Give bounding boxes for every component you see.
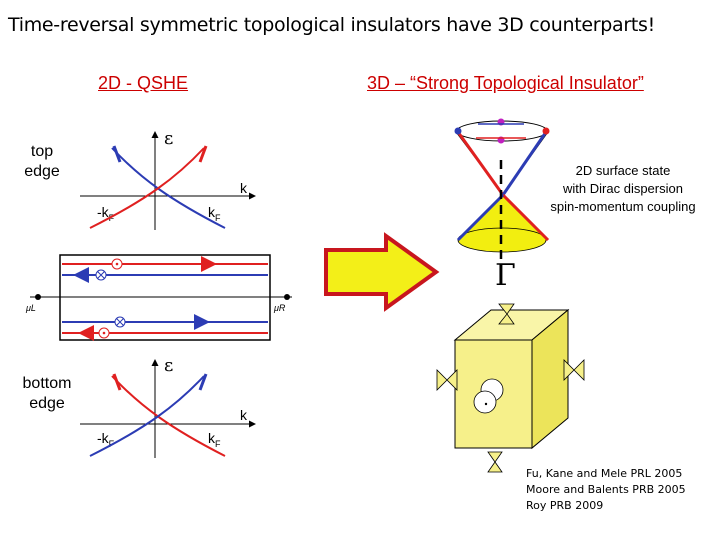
blue-branch-bottom xyxy=(89,375,205,457)
blue-spin-marker-bottom xyxy=(198,373,208,391)
blue-cone-branch xyxy=(501,131,548,196)
right-lead-dot xyxy=(284,294,290,300)
left-lead-dot xyxy=(35,294,41,300)
red-branch-bottom xyxy=(111,375,226,457)
momentum-axis-label-bottom: k xyxy=(240,407,247,423)
surface-state-note: 2D surface state with Dirac dispersion s… xyxy=(550,163,696,214)
mu-left-label: μL xyxy=(26,303,36,313)
mu-right-label: μR xyxy=(274,303,286,313)
bottom-edge-label: bottom edge xyxy=(22,375,72,412)
qshe-heading: 2D - QSHE xyxy=(98,73,189,93)
top-edge-label: top edge xyxy=(24,143,60,180)
red-branch-top xyxy=(89,147,205,229)
blue-spin-marker-top xyxy=(112,145,122,163)
pos-kf-label-top: kF xyxy=(208,204,221,223)
blue-lower-cone-branch xyxy=(456,193,505,242)
ti-cube xyxy=(436,303,585,473)
top-edge-dispersion xyxy=(80,131,256,230)
big-right-arrow xyxy=(324,232,440,312)
dirac-cone xyxy=(454,118,550,262)
references: Fu, Kane and Mele PRL 2005 Moore and Bal… xyxy=(526,467,686,512)
red-spin-marker-bottom xyxy=(112,373,122,391)
momentum-axis-label-top: k xyxy=(240,180,247,196)
pos-kf-label-bottom: kF xyxy=(208,430,221,449)
qsh-sample-bar xyxy=(30,254,292,341)
energy-axis-label-bottom: ε xyxy=(164,355,174,376)
slide-title: Time-reversal symmetric topological insu… xyxy=(8,14,655,36)
red-lower-cone-branch xyxy=(501,193,550,242)
strong-ti-heading: 3D – “Strong Topological Insulator” xyxy=(367,73,644,93)
gamma-point-label: Γ xyxy=(495,258,516,293)
energy-axis-label-top: ε xyxy=(164,128,174,149)
red-spin-marker-top xyxy=(198,145,208,163)
bottom-edge-dispersion xyxy=(80,359,256,458)
red-cone-branch xyxy=(456,131,505,196)
blue-branch-top xyxy=(111,147,226,229)
